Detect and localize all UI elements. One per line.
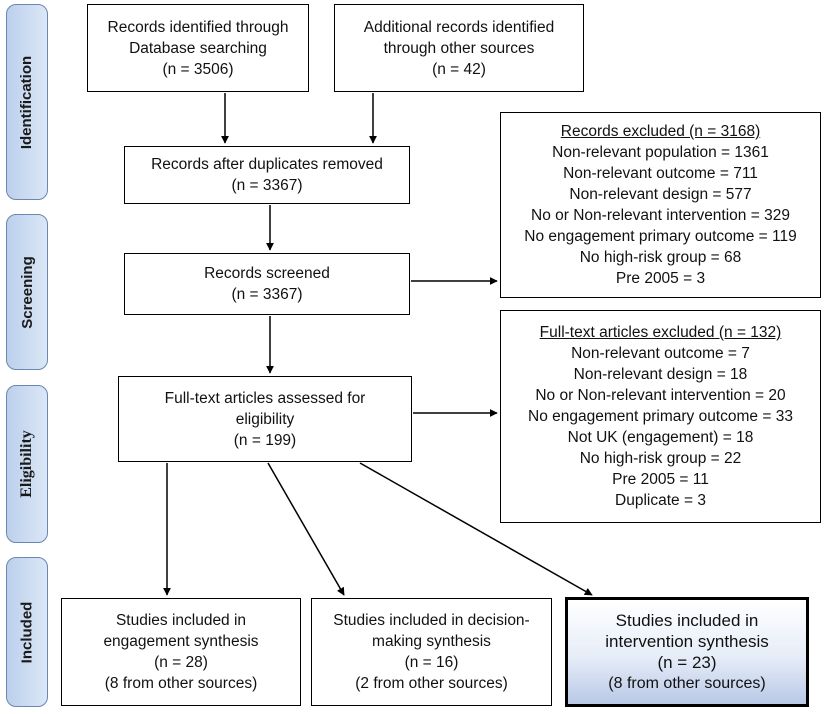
stage-included: Included <box>6 557 48 707</box>
fulltext-assessed-line2: eligibility <box>235 410 295 428</box>
engagement-synthesis-other: (8 from other sources) <box>104 675 258 692</box>
database-search-box: Records identified through Database sear… <box>87 4 309 92</box>
duplicates-removed-count: (n = 3367) <box>231 177 303 194</box>
records-excluded-heading: Records excluded (n = 3168) <box>560 123 761 140</box>
intervention-synthesis-box: Studies included in intervention synthes… <box>565 597 809 707</box>
intervention-synthesis-count: (n = 23) <box>657 653 717 672</box>
decision-synthesis-other: (2 from other sources) <box>355 675 508 692</box>
records-excluded-box: Records excluded (n = 3168) Non-relevant… <box>500 112 821 298</box>
records-excluded-item: No or Non-relevant intervention = 329 <box>531 207 790 224</box>
database-search-count: (n = 3506) <box>162 60 234 78</box>
records-screened-line1: Records screened <box>204 265 330 282</box>
fulltext-excluded-item: No high-risk group = 22 <box>579 450 742 467</box>
stage-identification: Identification <box>6 4 48 200</box>
fulltext-excluded-item: No engagement primary outcome = 33 <box>528 408 793 425</box>
intervention-synthesis-line2: intervention synthesis <box>605 632 769 651</box>
records-excluded-item: No high-risk group = 68 <box>579 249 742 266</box>
intervention-synthesis-line1: Studies included in <box>615 611 759 630</box>
engagement-synthesis-box: Studies included in engagement synthesis… <box>61 598 301 706</box>
engagement-synthesis-count: (n = 28) <box>154 654 208 671</box>
fulltext-assessed-line1: Full-text articles assessed for <box>164 389 366 407</box>
decision-synthesis-line1: Studies included in decision- <box>333 612 530 629</box>
other-sources-box: Additional records identified through ot… <box>334 4 584 92</box>
arrow-fulltext-to-intervention <box>359 462 593 596</box>
stage-eligibility: Eligibility <box>6 385 48 543</box>
fulltext-assessed-count: (n = 199) <box>233 431 297 449</box>
decision-synthesis-box: Studies included in decision- making syn… <box>311 598 552 706</box>
stage-screening: Screening <box>6 214 48 370</box>
fulltext-excluded-item: Duplicate = 3 <box>615 492 706 509</box>
records-excluded-item: No engagement primary outcome = 119 <box>524 228 797 245</box>
fulltext-excluded-heading: Full-text articles excluded (n = 132) <box>539 324 782 341</box>
other-sources-line1: Additional records identified <box>363 18 555 36</box>
engagement-synthesis-line1: Studies included in <box>115 612 247 629</box>
fulltext-excluded-item: Pre 2005 = 11 <box>612 471 709 488</box>
decision-synthesis-line2: making synthesis <box>372 633 491 650</box>
intervention-synthesis-other: (8 from other sources) <box>608 675 766 692</box>
duplicates-removed-line1: Records after duplicates removed <box>151 156 383 173</box>
fulltext-excluded-item: Not UK (engagement) = 18 <box>567 429 754 446</box>
records-excluded-item: Non-relevant design = 577 <box>569 186 752 203</box>
records-excluded-item: Pre 2005 = 3 <box>615 270 706 287</box>
fulltext-excluded-item: Non-relevant outcome = 7 <box>571 345 750 362</box>
database-search-line1: Records identified through <box>107 18 289 36</box>
duplicates-removed-box: Records after duplicates removed (n = 33… <box>124 146 410 204</box>
fulltext-excluded-box: Full-text articles excluded (n = 132) No… <box>500 310 821 523</box>
fulltext-assessed-box: Full-text articles assessed for eligibil… <box>118 376 412 462</box>
other-sources-line2: through other sources <box>383 39 535 57</box>
records-excluded-item: Non-relevant population = 1361 <box>552 144 769 161</box>
other-sources-count: (n = 42) <box>432 60 486 78</box>
arrow-fulltext-to-decision <box>267 462 345 596</box>
records-screened-count: (n = 3367) <box>231 286 303 303</box>
records-excluded-item: Non-relevant outcome = 711 <box>563 165 758 182</box>
database-search-line2: Database searching <box>129 39 267 57</box>
records-screened-box: Records screened (n = 3367) <box>124 253 410 315</box>
fulltext-excluded-item: No or Non-relevant intervention = 20 <box>535 387 786 404</box>
decision-synthesis-count: (n = 16) <box>404 654 459 671</box>
fulltext-excluded-item: Non-relevant design = 18 <box>573 366 748 383</box>
engagement-synthesis-line2: engagement synthesis <box>103 633 259 650</box>
